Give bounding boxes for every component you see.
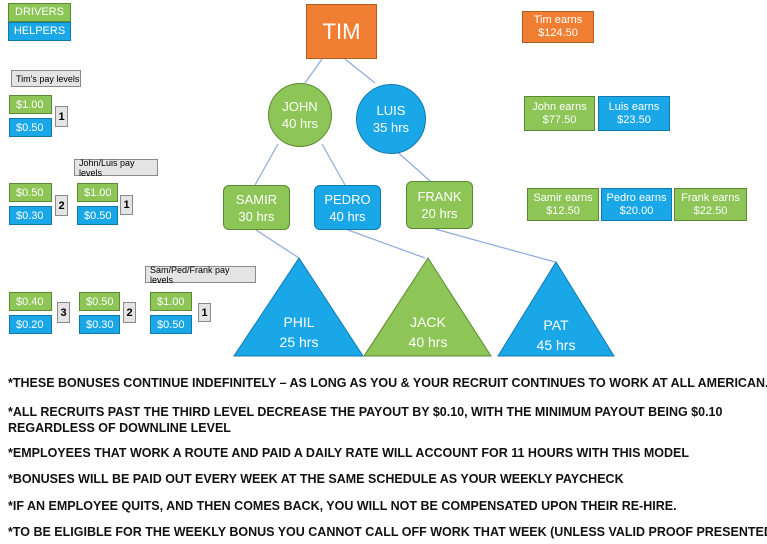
node-pat-name: PAT (543, 317, 569, 333)
pay-spf-l1-driver: $1.00 (150, 292, 192, 311)
pay-jl-l1-driver: $1.00 (77, 183, 118, 202)
node-luis: LUIS 35 hrs (356, 84, 426, 154)
node-frank-hours: 20 hrs (421, 206, 458, 221)
pay-spf-l3-driver: $0.40 (9, 292, 52, 311)
pay-spf-l2-driver: $0.50 (79, 292, 120, 311)
pay-jl-l1-level: 1 (120, 195, 133, 215)
earnings-luis-label: Luis earns (608, 100, 660, 113)
earnings-samir-amount: $12.50 (546, 204, 580, 217)
note-rehire: *IF AN EMPLOYEE QUITS, AND THEN COMES BA… (8, 499, 677, 513)
node-samir-name: SAMIR (235, 191, 278, 207)
pay-tim-l1-driver: $1.00 (9, 95, 52, 114)
pay-spf-l3-helper: $0.20 (9, 315, 52, 334)
node-frank-name: FRANK (417, 189, 462, 204)
node-phil-hours: 25 hrs (279, 334, 319, 350)
node-john: JOHN 40 hrs (268, 83, 332, 147)
earnings-frank-amount: $22.50 (693, 204, 728, 217)
pay-tim-l1-helper: $0.50 (9, 118, 52, 137)
legend-helpers: HELPERS (8, 22, 71, 41)
pay-levels-sam-ped-frank-title: Sam/Ped/Frank pay levels (145, 265, 256, 285)
earnings-luis-amount: $23.50 (617, 113, 651, 126)
earnings-tim-label: Tim earns (533, 14, 583, 26)
node-samir: SAMIR 30 hrs (223, 185, 290, 230)
note-paid-weekly: *BONUSES WILL BE PAID OUT EVERY WEEK AT … (8, 472, 624, 486)
earnings-john-amount: $77.50 (542, 113, 577, 126)
notes-section: *THESE BONUSES CONTINUE INDEFINITELY – A… (8, 0, 767, 544)
connector-samir-phil (255, 229, 300, 259)
pay-jl-l2-helper: $0.30 (9, 206, 52, 225)
pay-levels-john-luis-title: John/Luis pay levels (74, 158, 158, 178)
earnings-john: John earns $77.50 (524, 96, 595, 131)
connector-john-pedro (321, 143, 346, 186)
triangle-phil (233, 257, 364, 357)
node-samir-hours: 30 hrs (238, 208, 275, 224)
pay-spf-l1-level: 1 (198, 303, 211, 322)
pay-spf-l2-helper: $0.30 (79, 315, 120, 334)
node-pat-hours: 45 hrs (536, 337, 576, 353)
connector-frank-pat (434, 228, 556, 263)
triangle-pat (497, 261, 615, 357)
connector-pedro-jack (347, 229, 426, 259)
node-frank: FRANK 20 hrs (406, 181, 473, 229)
pay-jl-l2-driver: $0.50 (9, 183, 52, 202)
note-bonuses-continue: *THESE BONUSES CONTINUE INDEFINITELY – A… (8, 376, 767, 390)
earnings-samir: Samir earns $12.50 (527, 188, 599, 221)
node-luis-hours: 35 hrs (372, 120, 410, 135)
node-luis-name: LUIS (376, 103, 406, 118)
node-jack: JACK 40 hrs (383, 312, 473, 352)
connector-tim-luis (344, 58, 376, 84)
node-pedro-hours: 40 hrs (329, 208, 366, 224)
note-recruits-past-third-level: *ALL RECRUITS PAST THE THIRD LEVEL DECRE… (8, 405, 723, 419)
pay-tim-l1-level: 1 (55, 106, 68, 127)
node-tim: TIM (306, 4, 377, 59)
note-recruits-past-third-level-cont: REGARDLESS OF DOWNLINE LEVEL (8, 421, 231, 435)
earnings-john-label: John earns (532, 100, 587, 113)
earnings-tim-amount: $124.50 (538, 27, 578, 39)
node-pat: PAT 45 hrs (511, 315, 601, 355)
note-eligibility: *TO BE ELIGIBLE FOR THE WEEKLY BONUS YOU… (8, 525, 767, 539)
pay-spf-l1-helper: $0.50 (150, 315, 192, 334)
earnings-pedro-amount: $20.00 (619, 204, 654, 217)
node-john-hours: 40 hrs (281, 116, 319, 131)
node-phil: PHIL 25 hrs (254, 312, 344, 352)
earnings-frank-label: Frank earns (681, 191, 740, 204)
legend-drivers: DRIVERS (8, 3, 71, 22)
pay-spf-l3-level: 3 (57, 302, 70, 323)
connector-tim-john (304, 58, 323, 84)
node-pedro: PEDRO 40 hrs (314, 185, 381, 230)
connector-john-samir (254, 143, 279, 186)
earnings-frank: Frank earns $22.50 (674, 188, 747, 221)
node-phil-name: PHIL (283, 314, 315, 330)
earnings-tim: Tim earns $124.50 (522, 11, 594, 43)
pay-jl-l1-helper: $0.50 (77, 206, 118, 225)
triangle-jack (363, 257, 492, 357)
earnings-pedro-label: Pedro earns (606, 191, 667, 204)
earnings-pedro: Pedro earns $20.00 (601, 188, 672, 221)
connector-luis-frank (392, 147, 431, 182)
node-john-name: JOHN (282, 99, 318, 114)
node-pedro-name: PEDRO (324, 191, 371, 207)
pay-jl-l2-level: 2 (55, 195, 68, 216)
pay-spf-l2-level: 2 (123, 302, 136, 323)
earnings-samir-label: Samir earns (533, 191, 593, 204)
node-jack-name: JACK (410, 314, 446, 330)
note-daily-rate: *EMPLOYEES THAT WORK A ROUTE AND PAID A … (8, 446, 690, 460)
earnings-luis: Luis earns $23.50 (598, 96, 670, 131)
node-jack-hours: 40 hrs (408, 334, 448, 350)
pay-levels-tim-title: Tim's pay levels (11, 70, 81, 87)
